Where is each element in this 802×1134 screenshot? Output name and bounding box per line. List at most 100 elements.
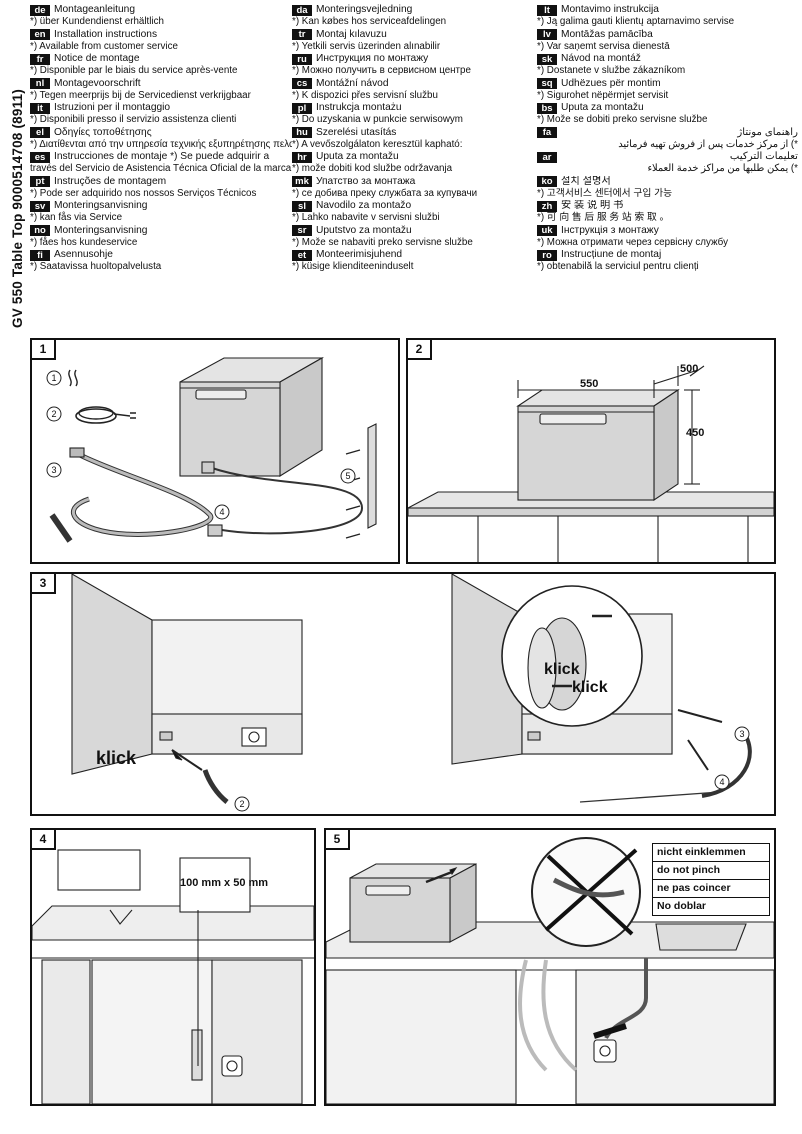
step-2-illustration: 550 500 450 bbox=[408, 363, 774, 562]
warning-label-es: No doblar bbox=[657, 900, 706, 912]
language-entry-sv: sv Monteringsanvisning*) kan fås via Serv… bbox=[30, 200, 292, 225]
klick-label-right-2: klick bbox=[572, 679, 608, 696]
language-note: *) Može se nabaviti preko servisne služb… bbox=[292, 236, 473, 248]
language-note: *) Можно получить в сервисном центре bbox=[292, 65, 471, 76]
step-3-illustration: klick klick klick 2 3 4 bbox=[71, 574, 752, 812]
language-note: *) Διατίθενται από την υπηρεσία τεχνικής… bbox=[30, 138, 292, 150]
language-note: *) 고객서비스 센터에서 구입 가능 bbox=[537, 187, 673, 199]
language-note: *) се добива преку службата за купувачи bbox=[292, 187, 478, 199]
language-code-badge: sr bbox=[292, 225, 312, 236]
cutout-dimension: 100 mm x 50 mm bbox=[180, 877, 268, 889]
language-code-badge: da bbox=[292, 4, 312, 16]
language-title: Monteringsanvisning bbox=[54, 224, 148, 236]
language-code-badge: sq bbox=[537, 78, 557, 89]
language-entry-es: es Instrucciones de montaje *) Se puede a… bbox=[30, 151, 292, 176]
language-note: *) Yetkili servis üzerinden alınabilir bbox=[292, 40, 441, 52]
document-side-title: GV 550 Table Top 9000514708 (8911) bbox=[10, 89, 25, 328]
language-note: *) Available from customer service bbox=[30, 40, 178, 52]
language-title: تعليمات التركيب bbox=[729, 151, 798, 162]
language-title: Istruzioni per il montaggio bbox=[54, 102, 171, 113]
language-code-badge: lv bbox=[537, 29, 557, 40]
language-note: *) Var saņemt servisa dienestā bbox=[537, 40, 670, 52]
dimension-width: 550 bbox=[580, 378, 598, 390]
language-note: *) über Kundendienst erhältlich bbox=[30, 16, 164, 27]
language-code-badge: es bbox=[30, 151, 50, 163]
part-label-3: 3 bbox=[51, 465, 56, 475]
dimension-depth: 500 bbox=[680, 363, 698, 375]
warning-labels-box: nicht einklemmen do not pinch ne pas coi… bbox=[652, 843, 770, 916]
language-title: 설치 설명서 bbox=[561, 175, 611, 187]
language-entry-sr: sr Uputstvo za montažu*) Može se nabaviti… bbox=[292, 225, 537, 250]
language-title: Montážní návod bbox=[316, 77, 389, 89]
language-code-badge: sv bbox=[30, 200, 50, 212]
warning-label-en: do not pinch bbox=[653, 862, 769, 880]
language-title: Notice de montage bbox=[54, 53, 140, 64]
language-title: Uputstvo za montažu bbox=[316, 224, 412, 236]
language-title: Instrukcja montażu bbox=[316, 102, 402, 113]
language-note: *) Disponibili presso il servizio assist… bbox=[30, 114, 237, 125]
part-label-2: 2 bbox=[239, 799, 244, 809]
part-label-5: 5 bbox=[345, 471, 350, 481]
language-code-badge: el bbox=[30, 127, 50, 138]
step-number: 3 bbox=[32, 574, 56, 594]
part-label-2: 2 bbox=[51, 409, 56, 419]
language-note: *) Можна отримати через сервісну службу bbox=[537, 236, 728, 248]
warning-label-de: nicht einklemmen bbox=[653, 844, 769, 862]
part-label-4: 4 bbox=[719, 777, 724, 787]
step-5-illustration bbox=[326, 837, 774, 1104]
language-code-badge: fa bbox=[537, 127, 557, 138]
language-title: Monteringsvejledning bbox=[316, 4, 413, 15]
language-title: Instruções de montagem bbox=[54, 175, 167, 187]
language-title: Szerelési utasítás bbox=[316, 126, 397, 138]
language-note: *) 可 向 售 后 服 务 站 索 取 。 bbox=[537, 212, 670, 223]
language-title: Montageanleitung bbox=[54, 4, 135, 15]
language-code-badge: bs bbox=[537, 102, 557, 114]
language-title: Instrucciones de montaje *) Se puede adq… bbox=[54, 151, 270, 162]
language-code-badge: uk bbox=[537, 225, 557, 236]
language-title: Montāžas pamācība bbox=[561, 28, 653, 40]
step-5-panel: 5 bbox=[324, 828, 776, 1106]
language-code-badge: sl bbox=[292, 200, 312, 212]
step-number: 1 bbox=[32, 340, 56, 360]
language-note: *) može dobiti kod službe održavanja bbox=[292, 163, 453, 174]
language-code-badge: nl bbox=[30, 78, 50, 89]
language-title: Инструкция по монтажу bbox=[316, 53, 429, 64]
language-code-badge: hr bbox=[292, 151, 312, 163]
language-title: Navodilo za montažo bbox=[316, 200, 412, 211]
language-note: *) Tegen meerprijs bij de Servicedienst … bbox=[30, 89, 251, 101]
language-note: *) K dispozici přes servisní službu bbox=[292, 89, 438, 101]
language-code-badge: mk bbox=[292, 176, 312, 187]
language-code-badge: sk bbox=[537, 53, 557, 65]
language-note: *) küsige klienditeeninduselt bbox=[292, 261, 414, 272]
language-code-badge: lt bbox=[537, 4, 557, 16]
language-note: *) kan fås via Service bbox=[30, 212, 123, 223]
step-4-illustration: 100 mm x 50 mm bbox=[32, 849, 314, 1104]
step-3-panel: 3 bbox=[30, 572, 776, 816]
language-title: Monteringsanvisning bbox=[54, 200, 148, 211]
